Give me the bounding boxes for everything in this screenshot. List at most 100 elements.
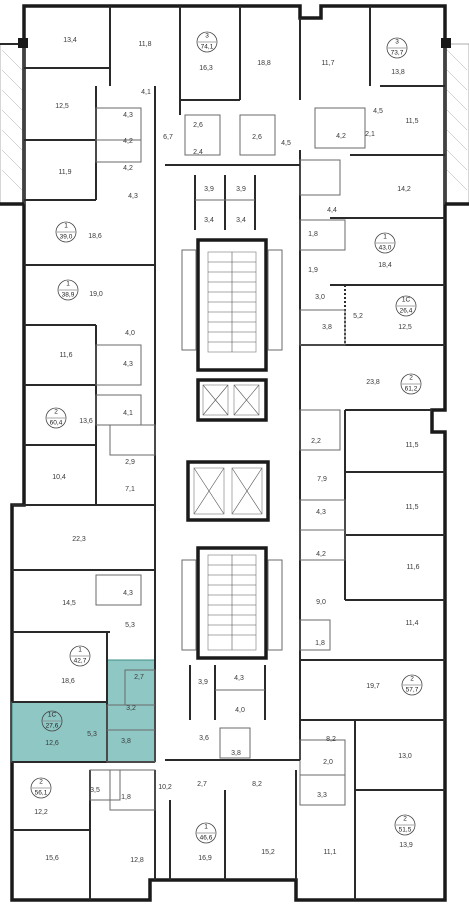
room-area: 2,1 (365, 131, 375, 138)
room-area: 4,5 (281, 140, 291, 147)
svg-text:2: 2 (54, 409, 58, 416)
svg-text:46,6: 46,6 (200, 835, 213, 842)
building-outline (0, 4, 469, 902)
svg-text:51,5: 51,5 (399, 827, 412, 834)
room-area: 5,3 (125, 622, 135, 629)
svg-text:3: 3 (395, 39, 399, 46)
room-area: 2,4 (193, 149, 203, 156)
room-area: 3,6 (199, 735, 209, 742)
room-area: 3,8 (121, 738, 131, 745)
room-area: 12,5 (398, 324, 412, 331)
svg-text:1: 1 (204, 824, 208, 831)
room-area: 9,0 (316, 599, 326, 606)
room-area: 2,2 (311, 438, 321, 445)
svg-text:38,9: 38,9 (62, 292, 75, 299)
room-area: 19,7 (366, 683, 380, 690)
room-area: 1,8 (315, 640, 325, 647)
apartment-badge[interactable]: 2 56,1 (30, 777, 52, 799)
room-area: 13,6 (79, 418, 93, 425)
room-area: 5,3 (87, 731, 97, 738)
room-area: 2,6 (252, 134, 262, 141)
room-area: 2,0 (323, 759, 333, 766)
svg-text:1: 1 (66, 281, 70, 288)
room-area: 2,9 (125, 459, 135, 466)
room-area: 3,5 (90, 787, 100, 794)
room-area: 18,6 (88, 233, 102, 240)
top-center-walls (165, 6, 300, 230)
svg-text:2: 2 (39, 779, 43, 786)
apartment-badge[interactable]: 3 74,1 (196, 31, 218, 53)
right-wing-walls (295, 6, 445, 900)
room-area: 4,5 (373, 108, 383, 115)
room-area: 4,3 (123, 112, 133, 119)
svg-text:1: 1 (383, 234, 387, 241)
stair-upper (207, 251, 257, 353)
room-area: 3,8 (231, 750, 241, 757)
room-area: 4,2 (123, 138, 133, 145)
room-area: 4,1 (123, 410, 133, 417)
room-area: 3,8 (322, 324, 332, 331)
room-area: 12,5 (55, 103, 69, 110)
room-area-labels: 13,4 11,8 16,3 18,8 11,7 13,8 4,1 12,5 4… (34, 37, 419, 864)
svg-text:1: 1 (78, 647, 82, 654)
apartment-badge[interactable]: 2 57,7 (401, 674, 423, 696)
room-area: 11,7 (321, 60, 334, 67)
apartment-badge[interactable]: 1 46,6 (195, 822, 217, 844)
room-area: 6,7 (163, 134, 173, 141)
room-area: 12,8 (130, 857, 144, 864)
room-area: 1,9 (308, 267, 318, 274)
svg-text:2: 2 (410, 676, 414, 683)
room-area: 4,0 (125, 330, 135, 337)
room-area: 7,9 (317, 476, 327, 483)
room-area: 14,2 (397, 186, 411, 193)
apartment-badge[interactable]: 1 38,9 (57, 279, 79, 301)
svg-text:1С: 1С (48, 712, 57, 719)
apartment-badge[interactable]: 1С 26,4 (395, 295, 417, 317)
room-area: 18,4 (378, 262, 392, 269)
room-area: 4,2 (316, 551, 326, 558)
room-area: 4,2 (336, 133, 346, 140)
room-area: 3,9 (198, 679, 208, 686)
room-area: 2,6 (193, 122, 203, 129)
apartment-badge[interactable]: 1 39,0 (55, 221, 77, 243)
apartment-badge[interactable]: 2 61,2 (400, 373, 422, 395)
svg-text:56,1: 56,1 (35, 790, 48, 797)
svg-text:43,0: 43,0 (379, 245, 392, 252)
room-area: 3,3 (317, 792, 327, 799)
room-area: 12,6 (45, 740, 59, 747)
apartment-badge[interactable]: 1 43,0 (374, 232, 396, 254)
room-area: 4,3 (123, 590, 133, 597)
room-area: 4,3 (123, 361, 133, 368)
room-area: 12,2 (34, 809, 48, 816)
room-area: 5,2 (353, 313, 363, 320)
left-wing-walls (12, 6, 156, 900)
apartment-badge[interactable]: 3 73,7 (386, 37, 408, 59)
svg-text:57,7: 57,7 (406, 687, 419, 694)
room-area: 4,3 (316, 509, 326, 516)
room-area: 4,3 (234, 675, 244, 682)
svg-text:42,7: 42,7 (74, 658, 87, 665)
stair-lower (207, 554, 257, 651)
room-area: 14,5 (62, 600, 76, 607)
svg-text:2: 2 (409, 375, 413, 382)
room-area: 16,9 (198, 855, 212, 862)
apartment-badge[interactable]: 1 42,7 (69, 645, 91, 667)
room-area: 11,6 (59, 352, 72, 359)
room-area: 11,5 (405, 118, 418, 125)
apartment-badge[interactable]: 2 51,5 (394, 814, 416, 836)
svg-text:1С: 1С (402, 297, 411, 304)
room-area: 19,0 (89, 291, 103, 298)
apartment-badge[interactable]: 2 60,4 (45, 407, 67, 429)
room-area: 1,8 (308, 231, 318, 238)
room-area: 4,1 (141, 89, 151, 96)
selected-apartment-badge[interactable]: 1С 27,6 (41, 710, 63, 732)
svg-text:27,6: 27,6 (46, 723, 59, 730)
svg-text:74,1: 74,1 (201, 44, 214, 51)
room-area: 4,0 (235, 707, 245, 714)
room-area: 18,8 (257, 60, 271, 67)
room-area: 11,8 (138, 41, 151, 48)
svg-text:39,0: 39,0 (60, 234, 73, 241)
svg-text:3: 3 (205, 33, 209, 40)
room-area: 2,7 (197, 781, 207, 788)
room-area: 11,5 (405, 442, 418, 449)
